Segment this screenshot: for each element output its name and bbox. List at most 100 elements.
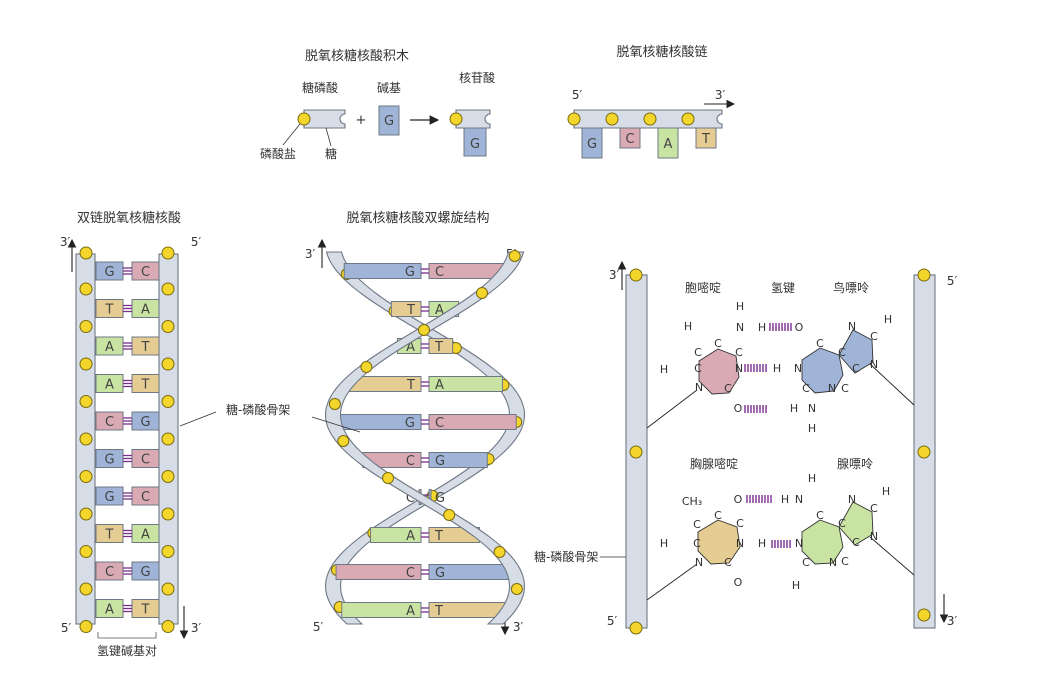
svg-text:C: C [816,509,824,522]
guanine-six-ring [801,347,844,394]
chain-base-letter-1: C [625,132,634,147]
svg-text:N: N [848,493,856,506]
helix-strand-front [324,251,525,625]
svg-text:C: C [838,346,846,359]
chain-end-5: 5′ [572,88,583,102]
svg-text:C: C [694,362,702,375]
svg-text:C: C [816,337,824,350]
helix-left-top: 3′ [305,247,316,261]
chain-phosphate-3 [681,112,695,126]
helix-left-letter-1: T [406,303,415,318]
helix-front-phosphate-1 [475,287,488,299]
chain-phosphate-0 [567,112,581,126]
cytosine-ring [698,348,740,395]
svg-text:N: N [795,537,803,550]
ladder-right-phosphate-2 [161,357,175,371]
svg-text:H: H [660,537,668,550]
helix-front-phosphate-2 [417,324,430,336]
svg-text:H: H [884,313,892,326]
svg-text:N: N [735,362,743,375]
svg-text:C: C [870,330,878,343]
svg-text:N: N [828,382,836,395]
helix-right-base-5 [428,452,488,468]
ladder-right-letter-7: A [141,528,150,543]
helix-right-letter-9: T [434,604,443,619]
chem-left-top: 3′ [609,268,620,282]
helix-left-base-0 [343,263,422,279]
chem-left-bottom: 5′ [607,614,618,628]
svg-text:H: H [790,402,798,415]
ladder-right-letter-2: T [141,340,150,355]
svg-text:C: C [694,346,702,359]
svg-text:H: H [758,537,766,550]
helix-left-letter-9: A [406,604,415,619]
ladder-right-letter-0: C [141,265,150,280]
ladder-right-phosphate-5 [161,470,175,483]
thymine-ring [697,519,741,565]
ladder-right-letter-1: A [141,303,150,318]
chain-phosphate-1 [605,112,619,126]
helix-left-letter-6: C [406,491,415,506]
helix-front-phosphate-9 [510,583,523,595]
ladder-right-phosphate-1 [161,320,175,333]
ladder-right-top: 5′ [191,235,202,249]
ladder-left-letter-2: A [105,340,114,355]
chain-base-letter-3: T [701,132,710,147]
cytosine-label: 胞嘧啶 [685,281,721,295]
svg-text:N: N [794,362,802,375]
helix-right-letter-6: G [435,491,445,506]
ladder-left-letter-0: G [104,265,114,280]
svg-text:O: O [734,493,743,506]
methyl-label: CH₃ [682,495,702,508]
helix-left-base-7 [370,527,422,543]
sugar-label: 糖 [325,146,337,161]
helix-right-base-4 [428,414,517,430]
helix-front-phosphate-4 [328,398,341,410]
svg-text:C: C [724,382,732,395]
thymine-label: 胸腺嘧啶 [690,456,738,471]
ladder-right-letter-3: T [141,378,150,393]
base-label: 碱基 [377,81,401,95]
svg-text:N: N [695,381,703,394]
helix-right-letter-2: T [434,340,443,355]
ladder-left-letter-5: G [104,453,114,468]
helix-right-letter-1: A [435,303,444,318]
ladder-left-letter-4: C [105,415,114,430]
ladder-left-letter-3: A [105,378,114,393]
chain-phosphate-2 [643,112,657,126]
ladder-right-letter-9: T [141,603,150,618]
chain-end-3: 3′ [715,88,726,102]
helix-left-letter-2: A [406,340,415,355]
helix-right-letter-5: G [435,454,445,469]
hbond-label: 氢键 [771,280,795,295]
helix-right-bottom: 3′ [513,620,524,634]
svg-text:C: C [714,509,722,522]
ladder-left-phosphate-8 [79,582,93,596]
chain-base-letter-0: G [587,137,597,152]
ladder-right-bottom: 3′ [191,621,202,635]
helix-left-letter-5: C [406,454,415,469]
helix-front-phosphate-5 [337,435,350,447]
backbone-label-right: 糖-磷酸骨架 [534,549,598,564]
chain-base-2 [657,127,679,159]
guanine-label: 鸟嘌呤 [833,280,869,295]
svg-text:H: H [758,321,766,334]
nucleotide-base [463,127,487,157]
helix-right-letter-3: A [435,378,444,393]
svg-text:C: C [714,337,722,350]
chain-base-letter-2: A [664,137,673,152]
chain-title: 脱氧核糖核酸链 [616,44,707,60]
sugar-phosphate-block [303,109,346,129]
svg-text:C: C [841,555,849,568]
helix-left-letter-0: G [405,265,415,280]
ladder-left-phosphate-9 [79,620,93,633]
svg-text:N: N [870,530,878,543]
base-letter: G [384,114,394,129]
ladder-left-bottom: 5′ [61,621,72,635]
phosphate-circle [297,112,311,126]
svg-text:N: N [848,320,856,333]
chain-base-1 [619,127,641,149]
ladder-left-phosphate-3 [79,395,93,408]
svg-text:C: C [693,537,701,550]
